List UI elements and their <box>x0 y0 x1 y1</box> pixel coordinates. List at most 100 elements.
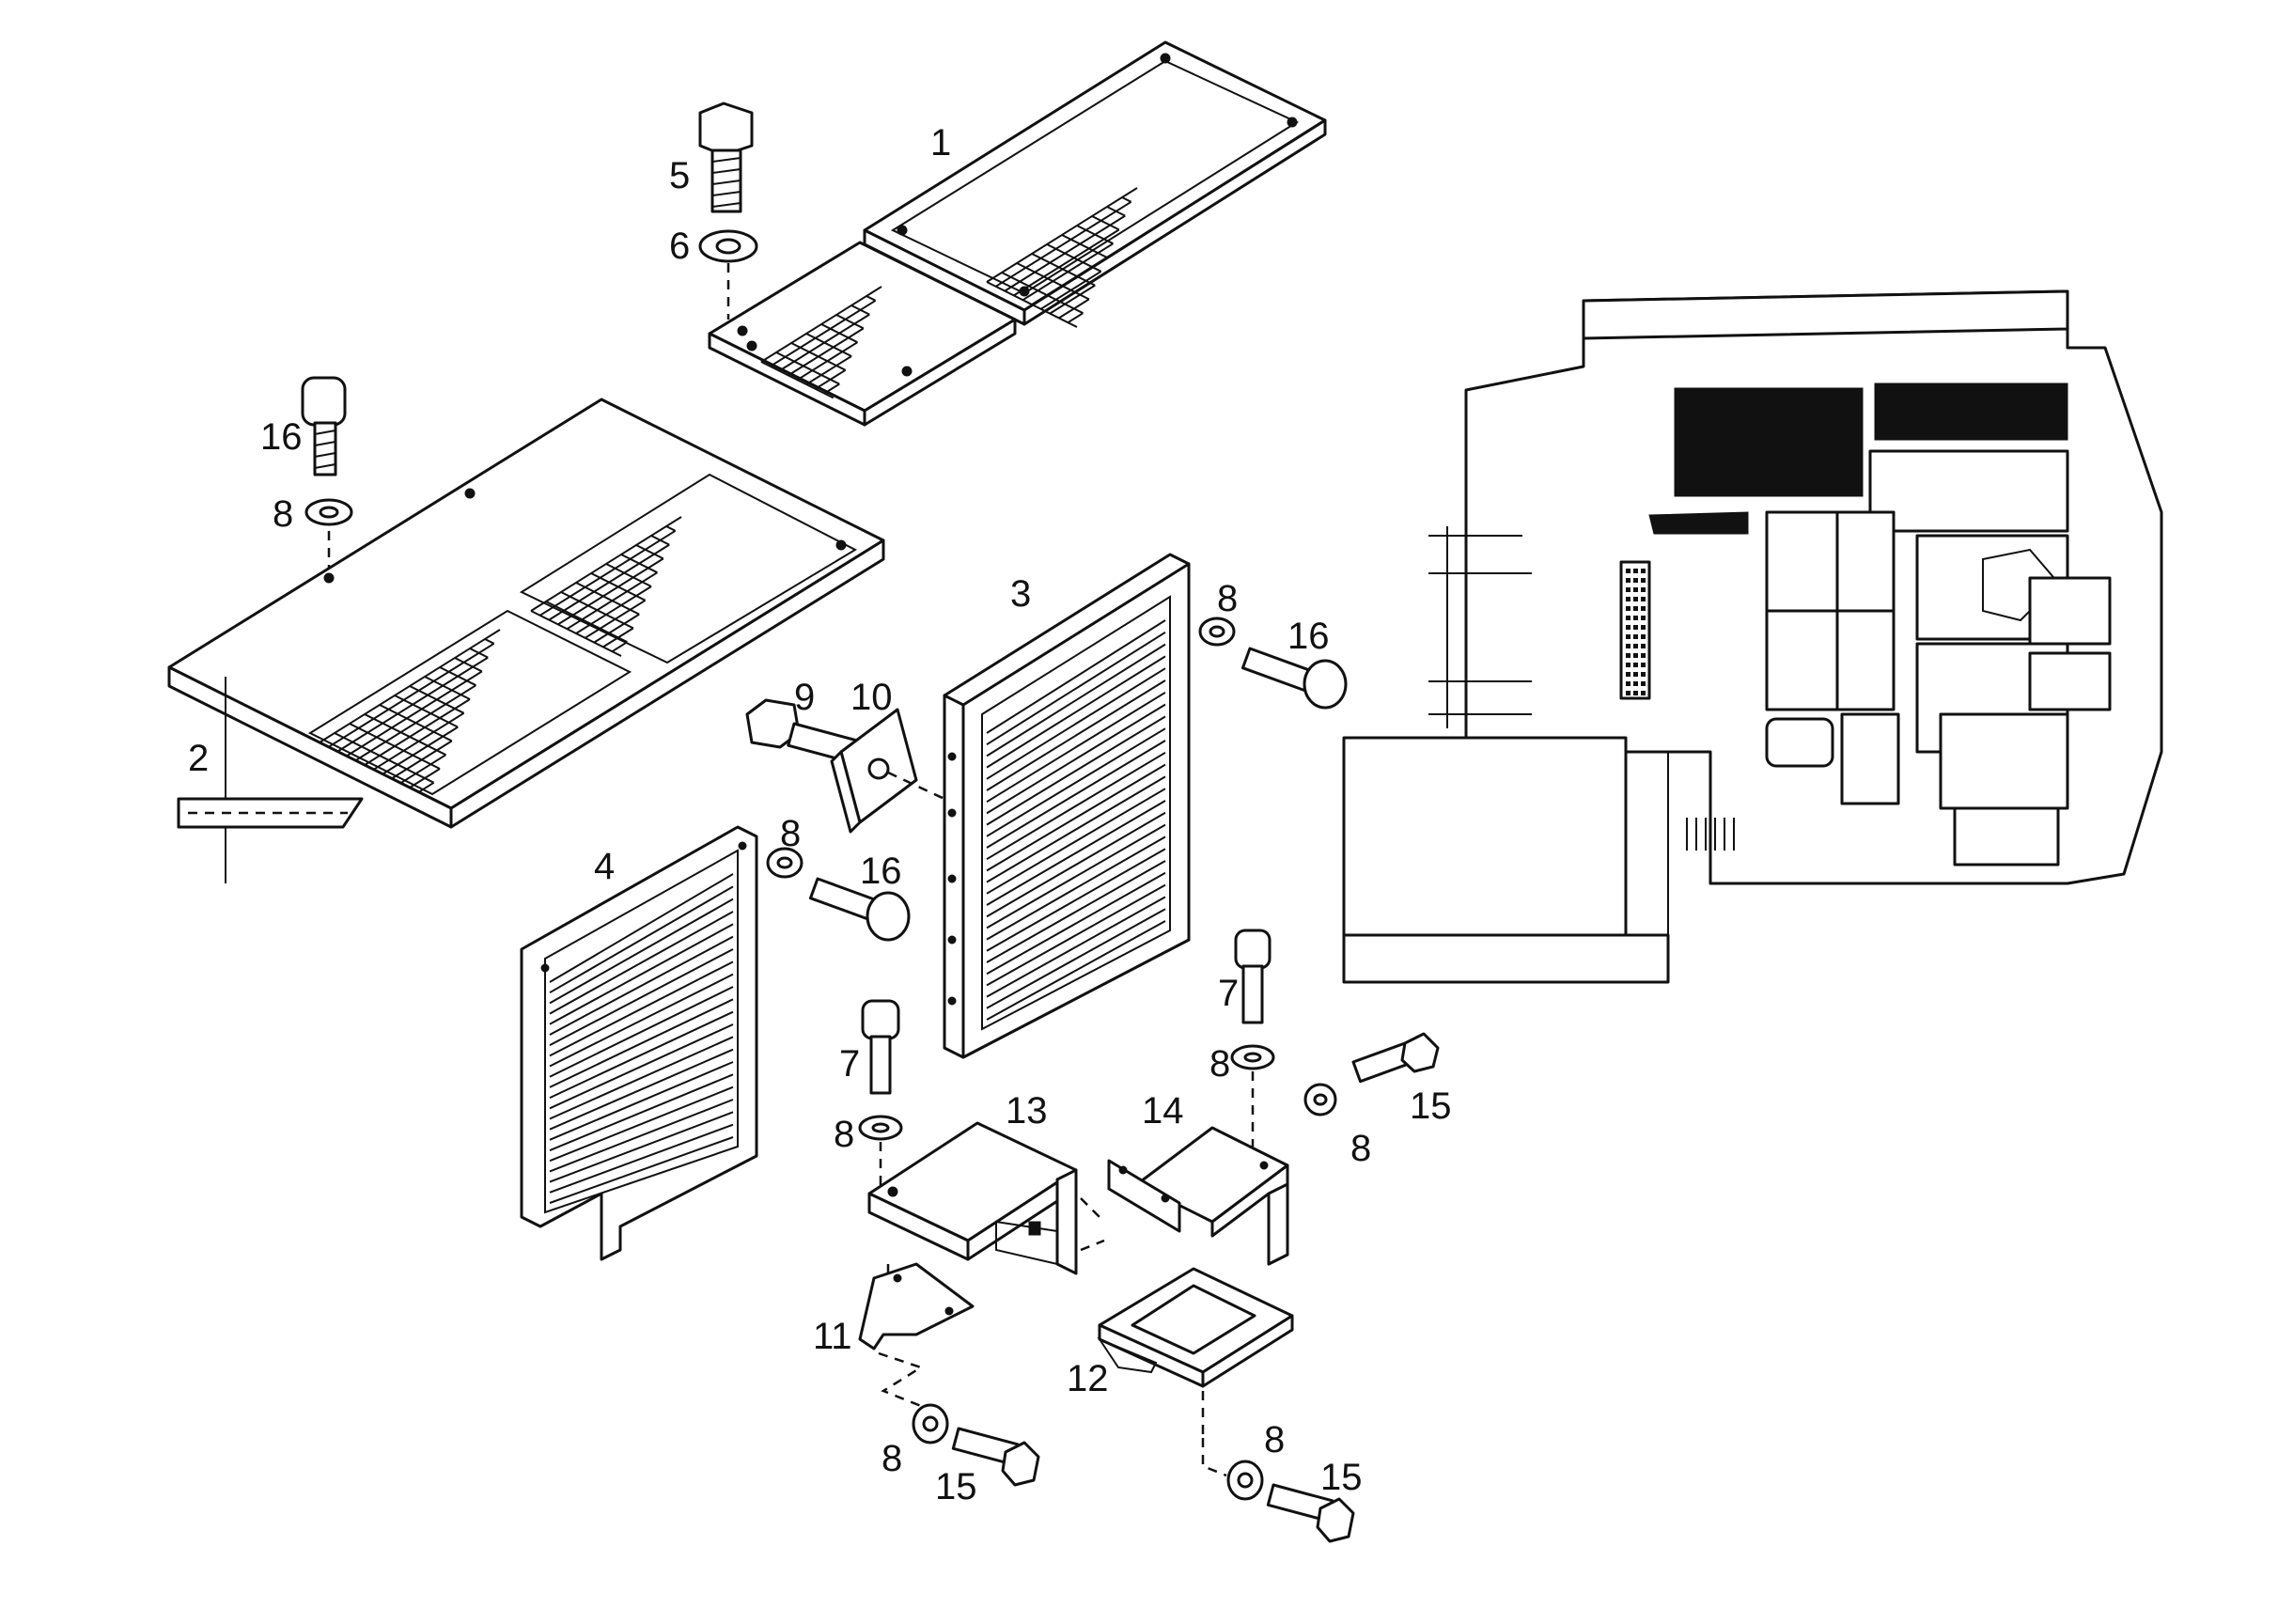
vent-dot <box>1633 691 1638 695</box>
hatch-line <box>549 873 734 983</box>
hatch-line <box>665 525 677 532</box>
machine-overview <box>1342 289 2163 984</box>
hatch-line <box>1121 196 1132 203</box>
vent-dot <box>1633 597 1638 601</box>
hatch-line <box>409 768 441 789</box>
callout-15-bottom-left: 15 <box>935 1466 977 1507</box>
vent-dot <box>1641 691 1646 695</box>
hatch-line <box>484 638 495 645</box>
hatch-line <box>382 726 459 775</box>
vent-dot <box>1633 606 1638 611</box>
hatch-line <box>788 327 865 377</box>
callout-11: 11 <box>813 1316 852 1357</box>
hatch-line <box>986 679 1166 791</box>
hatch-line <box>545 601 628 644</box>
vent-dot <box>1633 578 1638 583</box>
part-8-washer-right-of-3 <box>1198 617 1236 647</box>
part-11-bracket <box>858 1262 975 1412</box>
hatch-line <box>866 295 877 302</box>
vent-dot <box>1626 634 1630 639</box>
callout-8-under-7-left: 8 <box>834 1114 854 1155</box>
hatch-line <box>334 732 435 784</box>
part-16-cap-screw-middle <box>808 877 911 942</box>
callout-4: 4 <box>594 846 615 887</box>
vent-dot <box>1633 625 1638 630</box>
hatch-line <box>585 599 647 639</box>
hatch-line <box>549 1048 734 1131</box>
hatch-line <box>835 314 865 330</box>
callout-7-left: 7 <box>839 1043 860 1085</box>
callout-10: 10 <box>850 677 893 718</box>
hatch-line <box>805 333 852 357</box>
hatch-line <box>557 557 664 626</box>
vent-dot <box>1641 616 1646 620</box>
hatch-line <box>986 643 1166 757</box>
hatch-line <box>620 554 658 574</box>
part-8-washer-bottom-left <box>912 1403 949 1444</box>
part-13-bracket <box>867 1121 1078 1278</box>
hatch-line <box>409 685 465 714</box>
hatch-line <box>1067 312 1084 324</box>
hatch-line <box>1106 206 1126 217</box>
hatch-line <box>823 383 840 395</box>
part-8-washer-top-left <box>304 498 353 578</box>
vent-dot <box>1641 606 1646 611</box>
hatch-line <box>549 1123 734 1194</box>
vent-dot <box>1626 606 1630 611</box>
callout-8-bottom-right: 8 <box>1264 1419 1285 1460</box>
hatch-line <box>373 711 465 771</box>
hatch-line <box>346 670 483 757</box>
callout-7-right: 7 <box>1218 973 1239 1014</box>
hatch-line <box>986 775 1166 883</box>
vent-dot <box>1633 681 1638 686</box>
hatch-line <box>399 754 446 785</box>
part-15-hex-bolt-top <box>1351 1032 1440 1084</box>
callout-8-middle: 8 <box>780 813 801 854</box>
hatch-line <box>986 896 1166 998</box>
vent-dot <box>1641 681 1646 686</box>
vent-dot <box>1633 672 1638 677</box>
vent-dot <box>1641 587 1646 592</box>
part-16-cap-screw-right <box>1240 647 1348 710</box>
hatch-line <box>986 740 1166 849</box>
hatch-line <box>986 835 1166 941</box>
hatch-line <box>986 908 1166 1009</box>
hatch-line <box>986 703 1166 815</box>
callout-8-right-of-14: 8 <box>1350 1128 1371 1169</box>
hatch-line <box>986 848 1166 952</box>
part-14-bracket <box>1080 1126 1289 1266</box>
hatch-line <box>1031 253 1096 287</box>
part-7-cap-screw-left <box>861 999 900 1095</box>
part-12-housing <box>1097 1267 1294 1438</box>
hatch-line <box>1049 284 1096 315</box>
hatch-line <box>796 341 858 382</box>
hatch-line <box>1013 228 1120 297</box>
callout-3: 3 <box>1010 573 1031 615</box>
part-10-square-plate <box>830 708 945 834</box>
hatch-line <box>650 535 670 546</box>
part-8-washer-under-7-right <box>1230 1044 1275 1147</box>
vent-dot <box>1626 625 1630 630</box>
hatch-line <box>986 763 1166 872</box>
hatch-line <box>815 368 847 390</box>
hatch-line <box>1061 234 1108 258</box>
hatch-line <box>549 1023 734 1110</box>
hatch-line <box>549 1111 734 1183</box>
hatch-line <box>593 613 640 644</box>
hatch-line <box>549 885 734 994</box>
part-1-panel-small <box>708 241 1017 427</box>
hatch-line <box>986 715 1166 826</box>
part-8-washer-bottom-right <box>1201 1438 1264 1501</box>
part-15-hex-bolt-bottom-right <box>1266 1483 1355 1543</box>
hatch-line <box>986 691 1166 804</box>
hatch-line <box>549 1010 734 1100</box>
vent-dot <box>1626 681 1630 686</box>
hatch-line <box>549 986 734 1078</box>
vent-dot <box>1641 569 1646 573</box>
hatch-line <box>575 582 640 616</box>
callout-8-bottom-left: 8 <box>882 1438 902 1479</box>
hatch-line <box>986 860 1166 963</box>
hatch-line <box>418 781 435 793</box>
callout-1: 1 <box>930 122 951 164</box>
